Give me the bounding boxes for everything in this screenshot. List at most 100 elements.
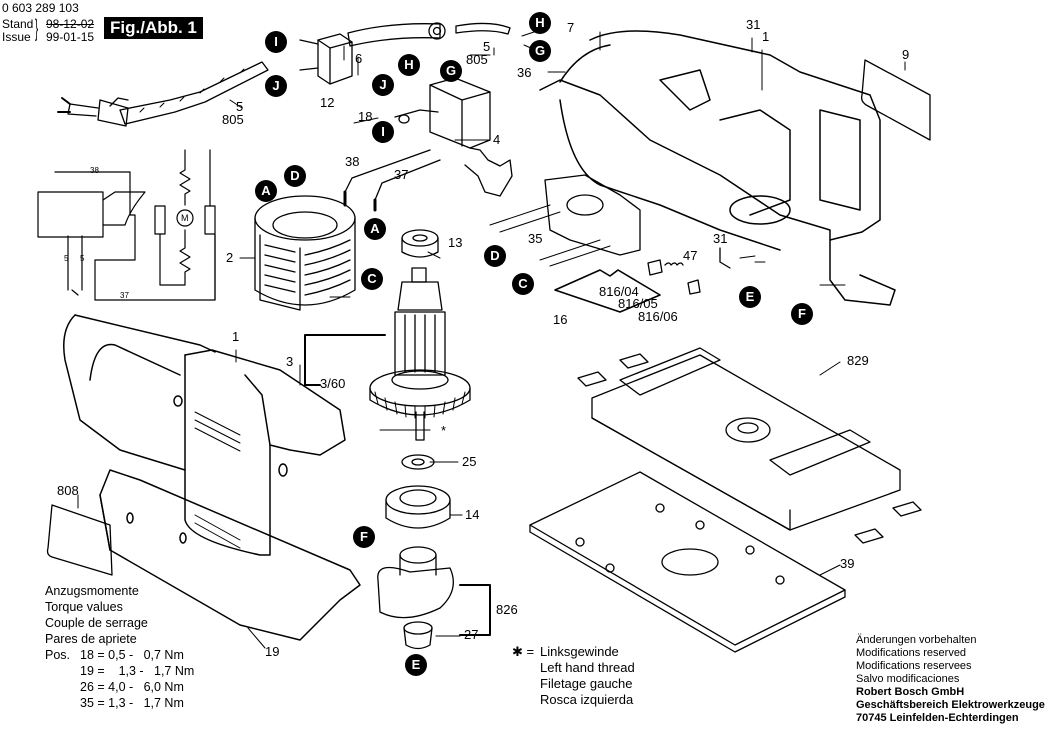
legend-symbol: ✱ = — [512, 644, 535, 659]
connector-badge-g: G — [529, 40, 551, 62]
stand-label: Stand — [2, 17, 34, 31]
manufacturer-footer: Änderungen vorbehalten Modifications res… — [856, 634, 1045, 725]
connector-badge-i: I — [265, 31, 287, 53]
callout-star: * — [441, 423, 447, 438]
legend-de: Linksgewinde — [540, 644, 619, 659]
torque-title-fr: Couple de serrage — [45, 616, 148, 630]
callout-808: 808 — [57, 483, 79, 498]
legend-fr: Filetage gauche — [540, 676, 633, 691]
callout-3: 3 — [286, 354, 294, 369]
power-cord — [57, 61, 269, 127]
stator-2 — [254, 195, 356, 311]
callout-47: 47 — [683, 248, 698, 263]
callout-4: 4 — [493, 132, 501, 147]
connector-badge-c: C — [361, 268, 383, 290]
base-plate-829 — [577, 347, 922, 544]
connector-badge-f: F — [791, 303, 813, 325]
wires-37-38 — [343, 149, 441, 212]
callout-19: 19 — [265, 644, 280, 659]
part-number: 0 603 289 103 — [2, 1, 79, 15]
callout-3-60: 3/60 — [320, 376, 346, 391]
footer-division: Geschäftsbereich Elektrowerkzeuge — [856, 699, 1045, 711]
connector-badge-e: E — [405, 654, 427, 676]
callout-805a: 805 — [222, 112, 244, 127]
label-9-plate — [860, 59, 931, 141]
callout-13: 13 — [448, 235, 463, 250]
connector-badge-d: D — [284, 165, 306, 187]
brace-glyph: } — [35, 15, 39, 42]
connector-badge-g: G — [440, 60, 462, 82]
footer-changes-es: Salvo modificaciones — [856, 673, 960, 685]
torque-title-de: Anzugsmomente — [45, 584, 139, 598]
callout-18: 18 — [358, 109, 373, 124]
connector-badge-a: A — [364, 218, 386, 240]
callout-2: 2 — [226, 250, 234, 265]
callout-38: 38 — [345, 154, 360, 169]
connector-badge-a: A — [255, 180, 277, 202]
callout-31b: 31 — [713, 231, 728, 246]
issue-date: 99-01-15 — [46, 30, 95, 44]
torque-values-block: Anzugsmomente Torque values Couple de se… — [45, 583, 194, 711]
schematic-motor-symbol: M — [181, 213, 189, 223]
bearing-parts-column — [377, 454, 454, 650]
callout-27: 27 — [464, 627, 479, 642]
footer-company: Robert Bosch GmbH — [856, 686, 965, 698]
callout-5a: 5 — [236, 99, 244, 114]
issue-label: Issue — [2, 30, 31, 44]
schematic-wire-38: 38 — [90, 166, 99, 175]
torque-pos-label: Pos. — [45, 648, 71, 662]
footer-changes-fr: Modifications reservees — [856, 660, 972, 672]
bracket-lines — [304, 269, 661, 636]
connector-badge-f: F — [353, 526, 375, 548]
torque-title-es: Pares de apriete — [45, 632, 137, 646]
callout-5b: 5 — [483, 39, 491, 54]
callout-37: 37 — [394, 167, 409, 182]
callout-1-top: 1 — [762, 29, 770, 44]
callout-14: 14 — [465, 507, 480, 522]
legend-en: Left hand thread — [540, 660, 635, 675]
schematic-cap-5a: 5 — [64, 254, 69, 263]
schematic-cap-5b: 5 — [80, 254, 85, 263]
connector-badge-c: C — [512, 273, 534, 295]
label-808-plate — [46, 504, 113, 576]
sander-assembly-left — [63, 314, 361, 641]
mains-cable-6 — [347, 22, 511, 47]
callout-7: 7 — [567, 20, 575, 35]
callout-805b: 805 — [466, 52, 488, 67]
figure-label: Fig./Abb. 1 — [104, 17, 203, 39]
torque-row: 26 = 4,0 - 6,0 Nm — [80, 680, 184, 694]
connector-badge-h: H — [529, 12, 551, 34]
sanding-pad-39 — [529, 471, 846, 653]
capacitor-12 — [299, 33, 353, 85]
callout-816-05: 816/05 — [618, 296, 658, 311]
armature-3 — [369, 267, 471, 441]
callout-9: 9 — [902, 47, 910, 62]
brush-holder — [489, 174, 731, 295]
torque-row: 19 = 1,3 - 1,7 Nm — [80, 664, 195, 678]
callout-39: 39 — [840, 556, 855, 571]
callout-25: 25 — [462, 454, 477, 469]
callout-35: 35 — [528, 231, 543, 246]
legend-es: Rosca izquierda — [540, 692, 634, 707]
footer-changes-de: Änderungen vorbehalten — [856, 634, 977, 646]
callout-36: 36 — [517, 65, 532, 80]
callout-16: 16 — [553, 312, 568, 327]
footer-changes-en: Modifications reserved — [856, 647, 967, 659]
connector-badge-h: H — [398, 54, 420, 76]
connector-badge-j: J — [265, 75, 287, 97]
callout-31a: 31 — [746, 17, 761, 32]
callout-829: 829 — [847, 353, 869, 368]
callout-1-left: 1 — [232, 329, 240, 344]
schematic-wire-37: 37 — [120, 291, 129, 300]
wiring-schematic — [37, 149, 216, 301]
connector-badge-j: J — [372, 74, 394, 96]
callout-816-06: 816/06 — [638, 309, 678, 324]
stand-date: 98-12-02 — [46, 17, 95, 31]
connector-badge-i: I — [372, 121, 394, 143]
callout-12: 12 — [320, 95, 335, 110]
callout-816-04: 816/04 — [599, 284, 639, 299]
torque-row: 18 = 0,5 - 0,7 Nm — [80, 648, 184, 662]
footer-address: 70745 Leinfelden-Echterdingen — [856, 712, 1019, 724]
bearing-13 — [401, 229, 439, 258]
